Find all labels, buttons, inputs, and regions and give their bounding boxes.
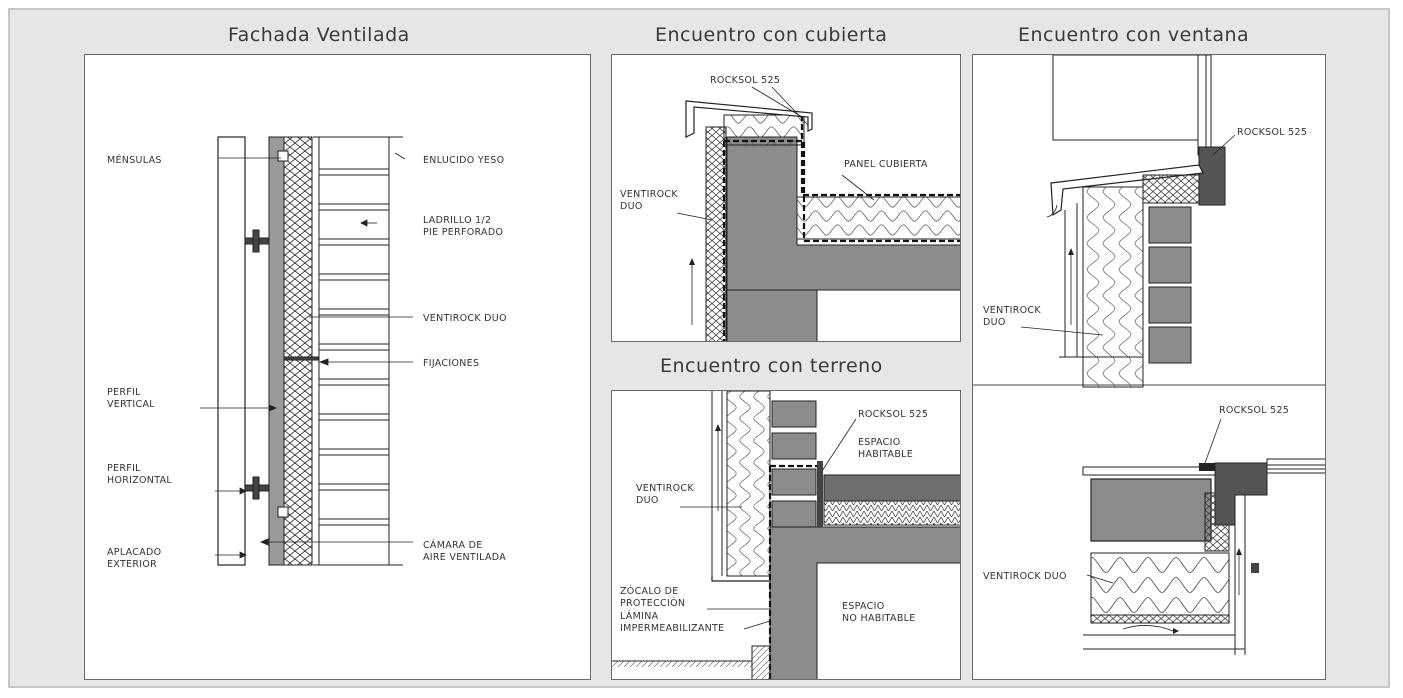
label-ventirock-ventana-1: VENTIROCK: [983, 305, 1041, 316]
label-aplacado-2: EXTERIOR: [107, 559, 157, 570]
label-ladrillo-2: PIE PERFORADO: [423, 227, 503, 238]
ventana-bottom-view: [1082, 418, 1325, 655]
panel-cubierta-insulation: [796, 196, 960, 240]
label-perfil-vertical-2: VERTICAL: [107, 399, 155, 410]
label-panel-cubierta: PANEL CUBIERTA: [844, 159, 928, 170]
label-fijaciones: FIJACIONES: [423, 358, 479, 369]
membrane-dashed: [722, 115, 960, 341]
cubierta-drawing: ROCKSOL 525 PANEL CUBIERTA VENTIROCK DUO: [620, 75, 960, 341]
label-espacio-no-habitable-2: NO HABITABLE: [842, 613, 916, 624]
title-encuentro-cubierta: Encuentro con cubierta: [655, 24, 888, 46]
label-ventirock-duo: VENTIROCK DUO: [423, 313, 507, 324]
label-espacio-habitable-2: HABITABLE: [858, 449, 913, 460]
label-camara-2: AIRE VENTILADA: [423, 552, 506, 563]
label-camara-1: CÁMARA DE: [423, 539, 483, 551]
label-enlucido-yeso: ENLUCIDO YESO: [423, 155, 504, 166]
label-ventirock-terreno-1: VENTIROCK: [636, 483, 694, 494]
terreno-drawing: ROCKSOL 525 ESPACIO HABITABLE VENTIROCK …: [612, 391, 960, 679]
lamina-impermeabilizante: [768, 464, 817, 679]
label-zocalo-1: ZÓCALO DE: [620, 585, 679, 597]
camara-aire: [268, 136, 285, 566]
label-ventirock-ventana-bottom: VENTIROCK DUO: [983, 571, 1067, 582]
ventirock-vertical: [705, 126, 727, 341]
title-encuentro-terreno: Encuentro con terreno: [660, 355, 883, 377]
bricks-terreno: [771, 400, 817, 528]
perfiles: [244, 150, 319, 518]
label-ventirock-terreno-2: DUO: [636, 495, 659, 506]
label-lamina-2: IMPERMEABILIZANTE: [620, 623, 724, 634]
label-ventirock-cubierta-1: VENTIROCK: [620, 189, 678, 200]
panel-fachada-ventilada: MÉNSULAS ENLUCIDO YESO LADRILLO 1/2 PIE …: [84, 54, 591, 680]
label-rocksol-terreno: ROCKSOL 525: [858, 409, 928, 420]
panel-encuentro-terreno: ROCKSOL 525 ESPACIO HABITABLE VENTIROCK …: [611, 390, 961, 680]
label-aplacado-1: APLACADO: [107, 547, 161, 558]
ventana-drawing: ROCKSOL 525 VENTIROCK DUO ROCKSOL 525 VE…: [973, 55, 1325, 655]
label-ventirock-ventana-2: DUO: [983, 317, 1006, 328]
ladrillo-wall: [313, 136, 403, 566]
label-mensulas: MÉNSULAS: [107, 154, 162, 166]
ventirock-terreno: [726, 391, 771, 577]
label-perfil-vertical-1: PERFIL: [107, 387, 141, 398]
title-encuentro-ventana: Encuentro con ventana: [1018, 24, 1250, 46]
fachada-drawing: MÉNSULAS ENLUCIDO YESO LADRILLO 1/2 PIE …: [107, 136, 507, 570]
label-zocalo-2: PROTECCIÓN: [620, 597, 685, 609]
label-lamina-1: LÁMINA: [620, 610, 659, 622]
label-ventirock-cubierta-2: DUO: [620, 201, 643, 212]
ventirock-duo-layer: [283, 136, 313, 566]
label-rocksol-cubierta: ROCKSOL 525: [710, 75, 780, 86]
ventana-top-view: [1020, 55, 1236, 388]
label-espacio-no-habitable-1: ESPACIO: [842, 601, 885, 612]
leader-lines: [200, 152, 413, 559]
title-fachada-ventilada: Fachada Ventilada: [228, 24, 410, 46]
panel-encuentro-ventana: ROCKSOL 525 VENTIROCK DUO ROCKSOL 525 VE…: [972, 54, 1326, 680]
label-rocksol-ventana-top: ROCKSOL 525: [1237, 127, 1307, 138]
label-espacio-habitable-1: ESPACIO: [858, 437, 901, 448]
panel-encuentro-cubierta: ROCKSOL 525 PANEL CUBIERTA VENTIROCK DUO: [611, 54, 961, 342]
label-perfil-horizontal-2: HORIZONTAL: [107, 475, 172, 486]
aplacado-exterior: [217, 136, 246, 566]
coping-albardilla: [685, 100, 813, 138]
label-ladrillo-1: LADRILLO 1/2: [423, 215, 491, 226]
label-rocksol-ventana-bottom: ROCKSOL 525: [1219, 405, 1289, 416]
label-perfil-horizontal-1: PERFIL: [107, 463, 141, 474]
muro-concrete: [769, 526, 960, 679]
